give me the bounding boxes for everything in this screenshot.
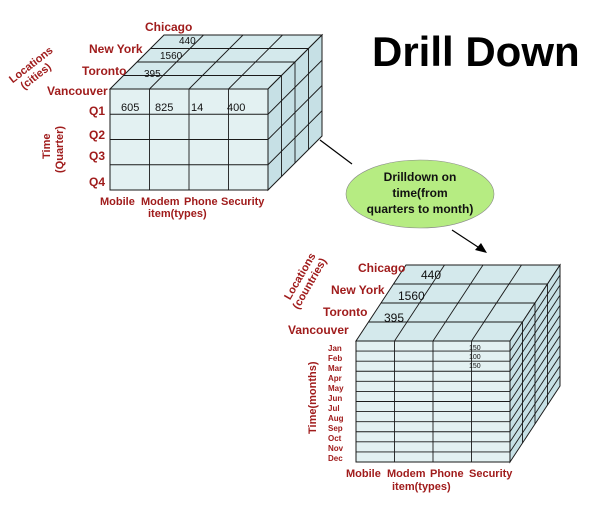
cell-value-feb-security: 100	[469, 354, 481, 361]
depth-value-chicago: 440	[179, 36, 196, 47]
cube1-grid	[110, 34, 323, 190]
month-label-nov: Nov	[328, 444, 344, 453]
month-label-sep: Sep	[328, 424, 343, 433]
cube2-grid	[356, 264, 561, 462]
city2-label-new-york: New York	[331, 283, 385, 297]
depth-value-toronto: 395	[144, 69, 161, 80]
dimension-time-label: Time	[41, 134, 53, 159]
cube-quarters	[108, 33, 324, 192]
dimension-time-months: Time(months)	[307, 361, 319, 434]
cell-value-q1-modem: 825	[155, 102, 173, 114]
dimension2-time-label: Time(months)	[307, 361, 319, 434]
quarter-label-q1: Q1	[89, 104, 105, 118]
drilldown-arrow	[319, 139, 487, 253]
dimension-item-label: item(types)	[148, 208, 207, 220]
cell-value-jan-security: 150	[469, 345, 481, 352]
month-label-dec: Dec	[328, 454, 343, 463]
item2-label-modem: Modem	[387, 468, 426, 480]
item2-label-phone: Phone	[430, 468, 464, 480]
month-label-jan: Jan	[328, 344, 342, 353]
city-label-toronto: Toronto	[82, 64, 126, 78]
callout-line-3: quarters to month)	[367, 202, 474, 216]
item-label-modem: Modem	[141, 196, 180, 208]
depth2-value-chicago: 440	[421, 268, 441, 282]
item-label-mobile: Mobile	[100, 196, 135, 208]
cell-value-q1-phone: 14	[191, 102, 203, 114]
dimension-time-sub: (Quarter)	[54, 126, 66, 173]
month-label-jul: Jul	[328, 404, 340, 413]
month-label-jun: Jun	[328, 394, 342, 403]
month-label-apr: Apr	[328, 374, 342, 383]
callout-line-2: time(from	[392, 186, 447, 200]
depth-value-new-york: 1560	[160, 51, 183, 62]
city-label-new-york: New York	[89, 42, 143, 56]
cube-months	[355, 263, 561, 464]
city2-label-vancouver: Vancouver	[288, 323, 349, 337]
month-label-may: May	[328, 384, 344, 393]
dimension2-item-label: item(types)	[392, 481, 451, 493]
quarter-label-q2: Q2	[89, 128, 105, 142]
item-label-phone: Phone	[184, 196, 218, 208]
city-label-vancouver: Vancouver	[47, 84, 108, 98]
drilldown-callout: Drilldown on time(from quarters to month…	[345, 159, 495, 229]
month-label-mar: Mar	[328, 364, 342, 373]
city2-label-toronto: Toronto	[323, 305, 367, 319]
month-label-oct: Oct	[328, 434, 342, 443]
item2-label-security: Security	[469, 468, 513, 480]
month-label-feb: Feb	[328, 354, 342, 363]
quarter-label-q4: Q4	[89, 175, 105, 189]
item2-label-mobile: Mobile	[346, 468, 381, 480]
depth2-value-toronto: 395	[384, 311, 404, 325]
depth2-value-new-york: 1560	[398, 289, 425, 303]
cell-value-mar-security: 150	[469, 363, 481, 370]
page-title: Drill Down	[372, 28, 580, 75]
month-label-aug: Aug	[328, 414, 344, 423]
cell-value-q1-mobile: 605	[121, 102, 139, 114]
callout-line-1: Drilldown on	[384, 170, 457, 184]
callout-ellipse	[345, 159, 495, 229]
dimension-locations-countries: Locations (countries)	[282, 251, 329, 311]
city2-label-chicago: Chicago	[358, 261, 405, 275]
city-label-chicago: Chicago	[145, 20, 192, 34]
dimension-time-quarter: Time (Quarter)	[41, 126, 66, 173]
quarter-label-q3: Q3	[89, 149, 105, 163]
item-label-security: Security	[221, 196, 265, 208]
cell-value-q1-security: 400	[227, 102, 245, 114]
